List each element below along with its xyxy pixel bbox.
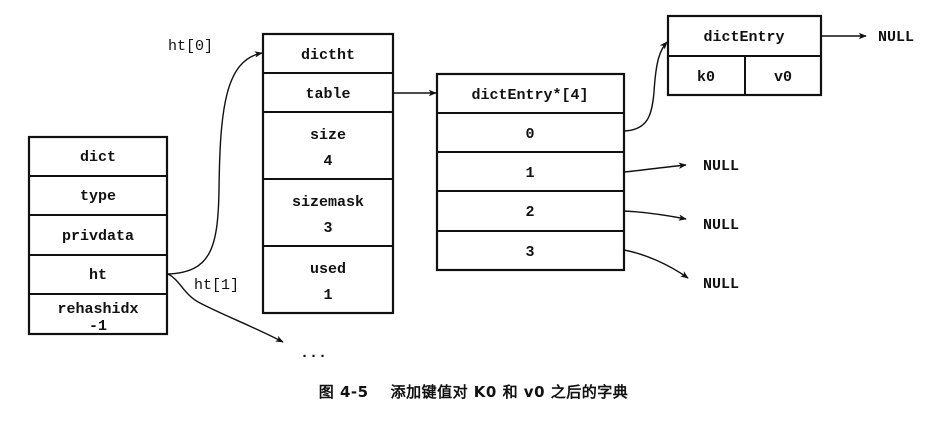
dictht-field-used-value: 1 <box>323 287 332 304</box>
label-ht0: ht[0] <box>168 38 213 55</box>
figure-title: 添加键值对 K0 和 v0 之后的字典 <box>390 383 629 401</box>
dict-box <box>27 135 169 336</box>
figure-caption: 图 4-5 添加键值对 K0 和 v0 之后的字典 <box>0 381 947 402</box>
dictht-field-size: size <box>310 127 346 144</box>
edge-slot2 <box>623 210 687 221</box>
dict-entry-value: v0 <box>774 69 792 86</box>
edge-slot3 <box>623 249 689 279</box>
null-slot-2: NULL <box>703 217 739 234</box>
edge-ht1 <box>167 273 284 343</box>
dictht-field-size-value: 4 <box>323 153 332 170</box>
null-slot-3: NULL <box>703 276 739 293</box>
dictht-field-sizemask-value: 3 <box>323 220 332 237</box>
null-slot-1: NULL <box>703 158 739 175</box>
table-array-header: dictEntry*[4] <box>471 87 588 104</box>
dictht-field-used: used <box>310 261 346 278</box>
dictht-field-sizemask: sizemask <box>292 194 364 211</box>
table-slot-3: 3 <box>525 244 534 261</box>
null-entry-next: NULL <box>878 29 914 46</box>
dict-entry-header: dictEntry <box>703 29 784 46</box>
figure-number: 图 4-5 <box>318 383 369 401</box>
dict-field-type: type <box>80 188 116 205</box>
dict-field-ht: ht <box>89 267 107 284</box>
table-slot-0: 0 <box>525 126 534 143</box>
table-slot-2: 2 <box>525 204 534 221</box>
dict-entry-key: k0 <box>697 69 715 86</box>
dictht-field-table: table <box>305 86 350 103</box>
dictht-header: dictht <box>301 47 355 64</box>
label-ht1: ht[1] <box>194 277 239 294</box>
dict-field-rehashidx: rehashidx <box>57 301 138 318</box>
dict-struct: dict type privdata ht rehashidx -1 <box>27 135 169 336</box>
dict-entry-node: dictEntry k0 v0 <box>666 14 823 97</box>
dictht-struct: dictht table size 4 sizemask 3 used 1 <box>261 32 395 315</box>
dict-field-privdata: privdata <box>62 228 134 245</box>
table-array-box <box>435 72 626 272</box>
edge-slot0 <box>623 41 668 132</box>
dict-field-dict: dict <box>80 149 116 166</box>
edge-ht0 <box>167 51 263 275</box>
dict-field-rehashidx-value: -1 <box>89 318 107 335</box>
ellipsis: ... <box>300 345 327 362</box>
edge-slot1 <box>623 162 687 173</box>
table-slot-1: 1 <box>525 165 534 182</box>
dictht-box <box>261 32 395 315</box>
table-array: dictEntry*[4] 0 1 2 3 <box>435 72 626 272</box>
